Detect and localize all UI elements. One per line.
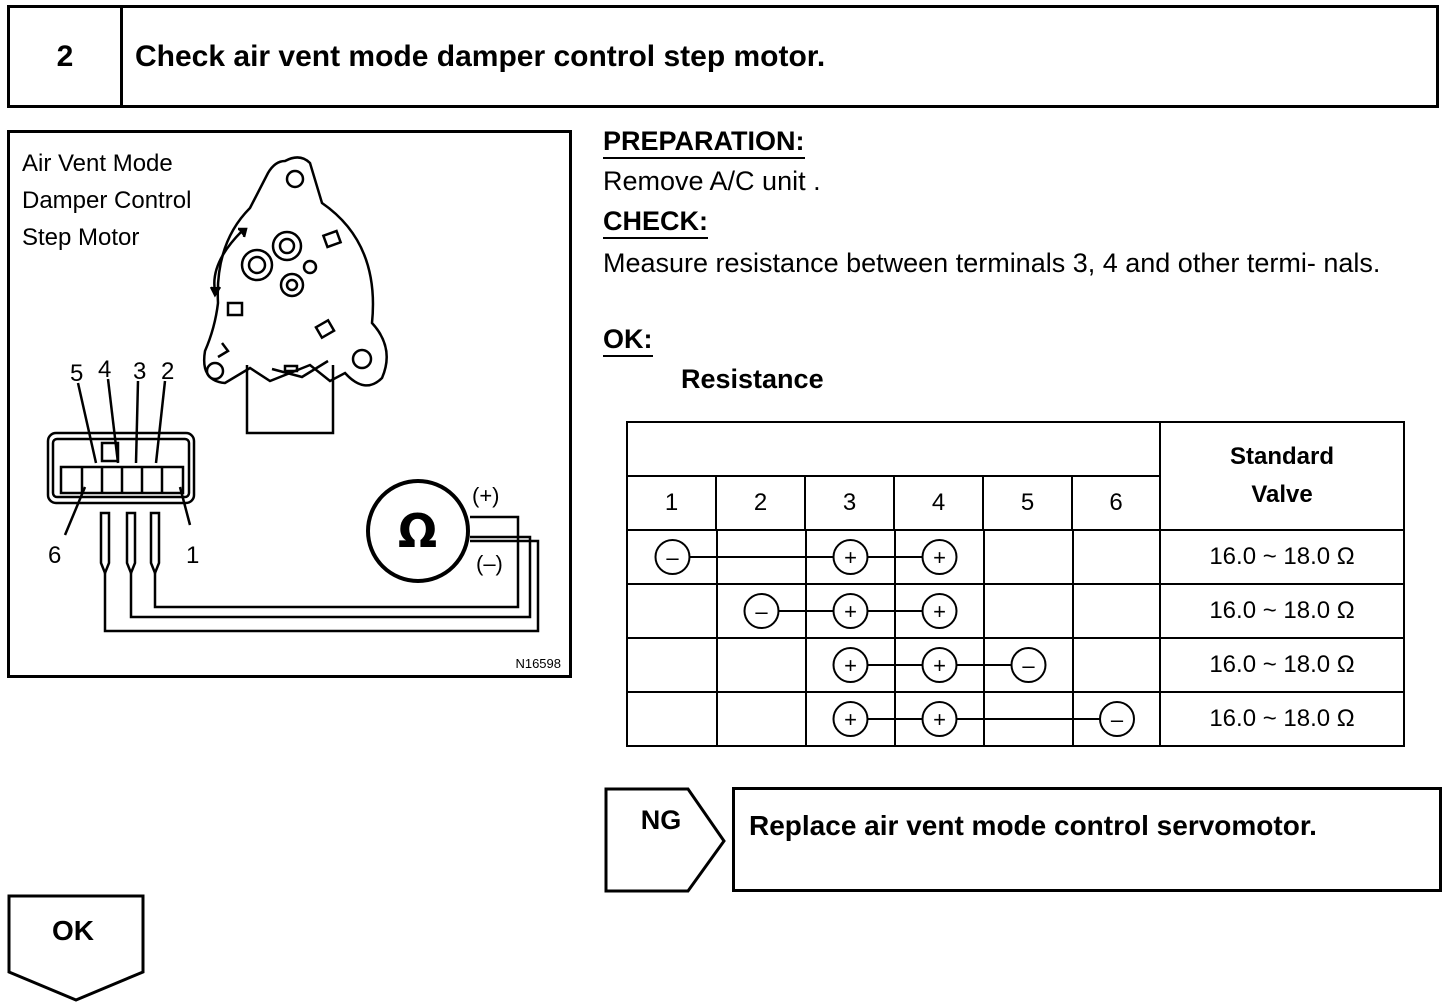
table-blank-header bbox=[625, 421, 1162, 477]
connection-cells: + + – bbox=[625, 691, 1162, 747]
terminal-label-3: 3 bbox=[133, 358, 146, 385]
ok-arrow-shape bbox=[7, 894, 145, 1002]
positive-probe-icon bbox=[921, 593, 958, 629]
probe-sign: + bbox=[933, 707, 946, 732]
ng-action-text: Replace air vent mode control servomotor… bbox=[749, 810, 1317, 841]
mount-hole-left bbox=[205, 361, 225, 381]
motor-diagram: Air Vent Mode Damper Control Step Motor bbox=[7, 130, 572, 678]
ng-result-box: Replace air vent mode control servomotor… bbox=[732, 787, 1442, 892]
probe-sign: – bbox=[1022, 653, 1035, 678]
negative-probe-icon bbox=[654, 539, 691, 575]
terminal-header: 2 bbox=[715, 475, 806, 531]
probe-sign: + bbox=[933, 653, 946, 678]
probe-sign: – bbox=[666, 545, 679, 570]
connection-diagram: + + – bbox=[716, 693, 1135, 745]
table-row: – + + 16.0 ~ 18.0 Ω bbox=[625, 583, 1406, 639]
standard-value-header: Standard Valve bbox=[1159, 421, 1406, 531]
plus-terminal-label: (+) bbox=[472, 483, 500, 508]
figure-code: N16598 bbox=[515, 656, 561, 671]
positive-probe-icon bbox=[832, 539, 869, 575]
positive-probe-icon bbox=[921, 701, 958, 737]
probe-sign: – bbox=[755, 599, 768, 624]
probe-sign: + bbox=[933, 545, 946, 570]
terminal-header: 6 bbox=[1070, 475, 1162, 531]
connection-diagram: + + – bbox=[716, 639, 1074, 691]
terminal-label-2: 2 bbox=[161, 358, 174, 385]
terminal-header-row: 1 2 3 4 5 6 bbox=[626, 475, 1404, 531]
terminal-header: 4 bbox=[893, 475, 984, 531]
mount-hole-top bbox=[285, 169, 305, 189]
probe-sign: + bbox=[844, 545, 857, 570]
motor-base bbox=[245, 365, 335, 435]
terminal-label-1: 1 bbox=[186, 542, 199, 569]
ok-heading: OK: bbox=[603, 324, 653, 357]
resistance-value: 16.0 ~ 18.0 Ω bbox=[1159, 529, 1406, 585]
gear-left bbox=[240, 248, 274, 282]
resistance-heading: Resistance bbox=[681, 364, 824, 394]
connection-cells: + + – bbox=[625, 637, 1162, 693]
table-row: – + + 16.0 ~ 18.0 Ω bbox=[625, 529, 1406, 585]
ohmmeter bbox=[366, 479, 470, 583]
check-heading: CHECK: bbox=[603, 206, 708, 239]
positive-probe-icon bbox=[832, 647, 869, 683]
positive-probe-icon bbox=[832, 593, 869, 629]
positive-probe-icon bbox=[921, 647, 958, 683]
positive-probe-icon bbox=[832, 701, 869, 737]
table-row: + + – 16.0 ~ 18.0 Ω bbox=[625, 637, 1406, 693]
probe-sign: + bbox=[844, 653, 857, 678]
probe-sign: – bbox=[1111, 707, 1124, 732]
check-text: Measure resistance between terminals 3, … bbox=[603, 248, 1381, 278]
resistance-value: 16.0 ~ 18.0 Ω bbox=[1159, 691, 1406, 747]
negative-probe-icon bbox=[743, 593, 780, 629]
preparation-heading: PREPARATION: bbox=[603, 126, 805, 159]
step-number: 2 bbox=[10, 8, 123, 105]
minus-terminal-label: (–) bbox=[476, 551, 503, 576]
step-header: 2 Check air vent mode damper control ste… bbox=[7, 5, 1439, 108]
resistance-value: 16.0 ~ 18.0 Ω bbox=[1159, 583, 1406, 639]
step-title: Check air vent mode damper control step … bbox=[135, 39, 826, 73]
terminal-label-5: 5 bbox=[70, 360, 83, 387]
motor-housing bbox=[202, 156, 388, 387]
ohm-symbol: Ω bbox=[398, 504, 437, 558]
connection-diagram: – + + bbox=[716, 585, 1074, 637]
preparation-text: Remove A/C unit . bbox=[603, 166, 821, 196]
connection-cells: – + + bbox=[625, 583, 1162, 639]
table-row: + + – 16.0 ~ 18.0 Ω bbox=[625, 691, 1406, 747]
rotation-arrow bbox=[213, 230, 243, 292]
figure-label: Air Vent Mode Damper Control Step Motor bbox=[22, 150, 192, 251]
motor-drawing: 5 4 3 2 6 1 Ω (+) (–) bbox=[46, 156, 540, 633]
terminal-header: 1 bbox=[626, 475, 717, 531]
shaft-outer bbox=[271, 230, 303, 262]
probe-sign: + bbox=[844, 707, 857, 732]
probe-sign: + bbox=[933, 599, 946, 624]
connection-cells: – + + bbox=[625, 529, 1162, 585]
terminal-header: 5 bbox=[982, 475, 1073, 531]
positive-probe-icon bbox=[921, 539, 958, 575]
mount-hole-right bbox=[351, 348, 373, 370]
resistance-table: Standard Valve 1 2 3 4 5 6 – + + 16.0 ~ 18… bbox=[625, 421, 1406, 747]
probe-sign: + bbox=[844, 599, 857, 624]
ng-arrow-shape bbox=[604, 787, 726, 893]
terminal-label-4: 4 bbox=[98, 356, 111, 383]
negative-probe-icon bbox=[1099, 701, 1135, 737]
connection-diagram: – + + bbox=[654, 531, 1074, 583]
resistance-value: 16.0 ~ 18.0 Ω bbox=[1159, 637, 1406, 693]
ng-label: NG bbox=[640, 805, 682, 835]
connector bbox=[46, 431, 196, 505]
negative-probe-icon bbox=[1010, 647, 1047, 683]
terminal-label-6: 6 bbox=[48, 542, 61, 569]
terminal-header: 3 bbox=[804, 475, 895, 531]
ok-label: OK bbox=[52, 915, 94, 946]
